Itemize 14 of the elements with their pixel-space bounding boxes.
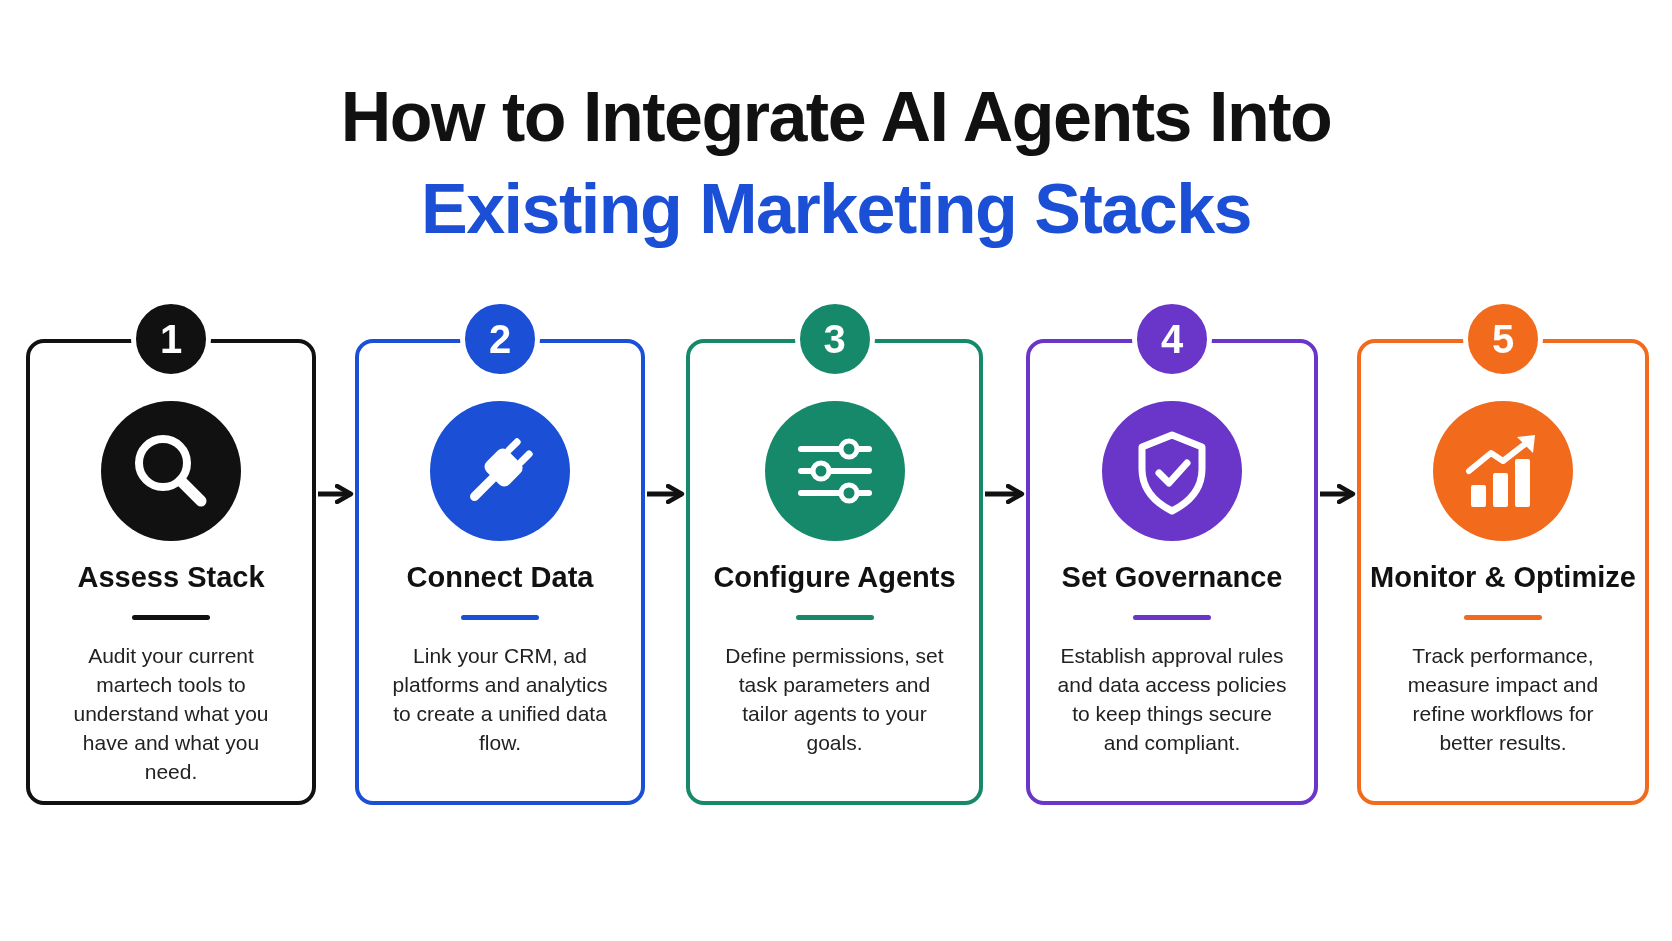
step-description: Track performance, measure impact and refine workflows for better results. xyxy=(1406,643,1600,756)
step-title: Connect Data xyxy=(405,561,595,594)
step-title: Configure Agents xyxy=(712,561,957,594)
step-description: Define permissions, set task parameters and tailor agents to your goals. xyxy=(724,643,945,756)
step-description: Audit your current martech tools to understand what you have and what you need. xyxy=(72,643,270,785)
arrow xyxy=(318,483,354,505)
arrow xyxy=(647,483,685,505)
step-description: Establish approval rules and data access policies to keep things secure and compliant. xyxy=(1056,643,1288,756)
step-title: Monitor & Optimize xyxy=(1369,561,1637,594)
step-title: Set Governance xyxy=(1060,561,1284,594)
step-title: Assess Stack xyxy=(76,561,266,594)
arrow xyxy=(985,483,1025,505)
arrow xyxy=(1320,483,1356,505)
step-description: Link your CRM, ad platforms and analytics to create a unified data flow. xyxy=(391,643,609,756)
